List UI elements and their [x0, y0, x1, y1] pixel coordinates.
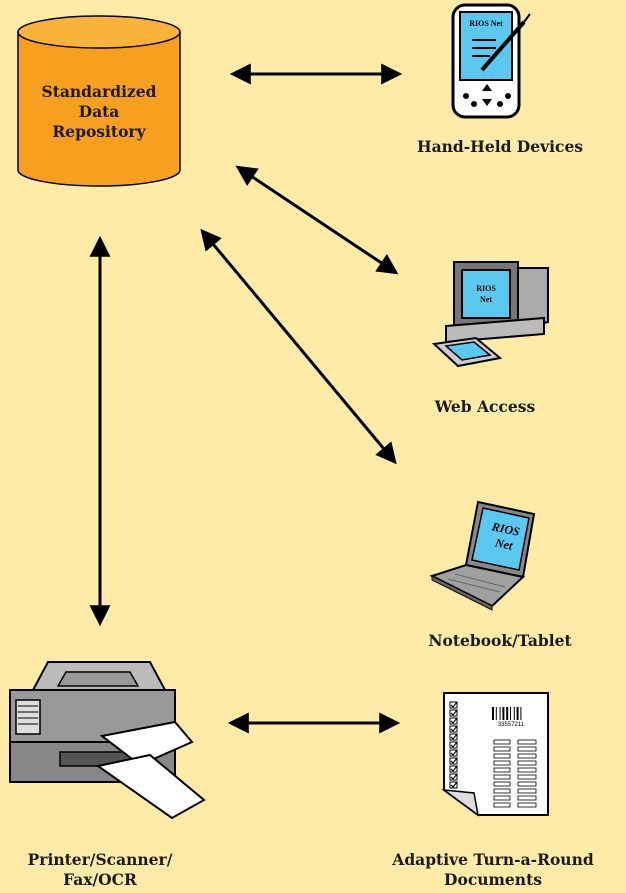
check-mark — [450, 741, 458, 748]
web-screen-text-2: Net — [480, 295, 492, 304]
arrow-repo-web — [235, 165, 399, 275]
check-mark — [450, 757, 458, 764]
form-field — [517, 760, 537, 766]
checkbox-mark — [449, 781, 458, 789]
form-field — [517, 739, 537, 745]
checkbox-mark — [449, 765, 458, 773]
form-field — [493, 760, 511, 766]
handheld-screen-text: RIOS Net — [469, 19, 503, 28]
repository-label-line-1: Standardized — [41, 82, 157, 101]
check-mark — [450, 725, 458, 732]
web-screen-text-1: RIOS — [476, 284, 496, 293]
form-field — [493, 781, 511, 787]
check-mark — [450, 717, 458, 724]
form-field — [517, 788, 537, 794]
check-mark — [450, 733, 458, 740]
barcode-bar — [510, 707, 511, 720]
turnaround-label: Adaptive Turn-a-Round Documents — [360, 850, 626, 890]
repository-cylinder — [17, 15, 181, 187]
barcode-bar — [520, 707, 522, 720]
checkbox-mark — [449, 757, 458, 765]
repository-label-line-3: Repository — [52, 122, 146, 141]
checkbox-mark — [449, 741, 458, 749]
form-field — [493, 753, 511, 759]
form-field — [493, 767, 511, 773]
checkbox-mark — [449, 725, 458, 733]
web-access-label: Web Access — [434, 397, 536, 416]
form-field — [493, 795, 511, 801]
printer-icon — [9, 661, 206, 820]
printer-label: Printer/Scanner/ Fax/OCR — [0, 850, 200, 890]
notebook-icon: RIOS Net — [429, 500, 536, 611]
barcode-bar — [495, 707, 497, 720]
checkbox-mark — [449, 717, 458, 725]
barcode-bar — [492, 707, 494, 720]
checkbox-mark — [449, 709, 458, 717]
notebook-screen-text-2: Net — [493, 535, 514, 553]
form-field — [493, 774, 511, 780]
form-field — [517, 746, 537, 752]
printer-label-line-2: Fax/OCR — [63, 870, 137, 889]
form-field — [517, 753, 537, 759]
printer-label-line-1: Printer/Scanner/ — [27, 850, 173, 869]
barcode-bar — [513, 707, 515, 720]
form-field — [493, 788, 511, 794]
form-field — [493, 746, 511, 752]
check-mark — [450, 781, 458, 788]
check-mark — [450, 765, 458, 772]
check-mark — [450, 773, 458, 780]
notebook-screen-text-1: RIOS — [490, 519, 522, 539]
barcode-number: 33557211 — [498, 722, 525, 728]
repository-label: Standardized Data Repository — [20, 82, 178, 142]
turnaround-label-line-2: Documents — [444, 870, 542, 889]
arrow-repo-notebook — [200, 228, 397, 465]
form-field — [517, 795, 537, 801]
barcode-bar — [516, 707, 519, 720]
check-mark — [450, 749, 458, 756]
form-field — [493, 739, 511, 745]
form-field — [517, 781, 537, 787]
checkbox-mark — [449, 749, 458, 757]
checkbox-mark — [449, 733, 458, 741]
turnaround-document-icon: 33557211 — [441, 692, 549, 817]
form-field — [493, 802, 511, 808]
notebook-label: Notebook/Tablet — [428, 631, 572, 650]
barcode-bar — [502, 707, 505, 720]
repository-label-line-2: Data — [78, 102, 120, 121]
check-mark — [450, 701, 458, 708]
barcode-bar — [499, 707, 501, 720]
checkbox-mark — [449, 701, 458, 709]
checkbox-mark — [449, 773, 458, 781]
barcode-bar — [506, 707, 509, 720]
form-field — [517, 774, 537, 780]
handheld-label: Hand-Held Devices — [416, 137, 584, 156]
turnaround-label-line-1: Adaptive Turn-a-Round — [392, 850, 594, 869]
form-field — [517, 767, 537, 773]
form-field — [517, 802, 537, 808]
handheld-device-icon: RIOS Net — [451, 3, 531, 119]
check-mark — [450, 709, 458, 716]
web-computer-icon: RIOS Net — [431, 261, 549, 368]
